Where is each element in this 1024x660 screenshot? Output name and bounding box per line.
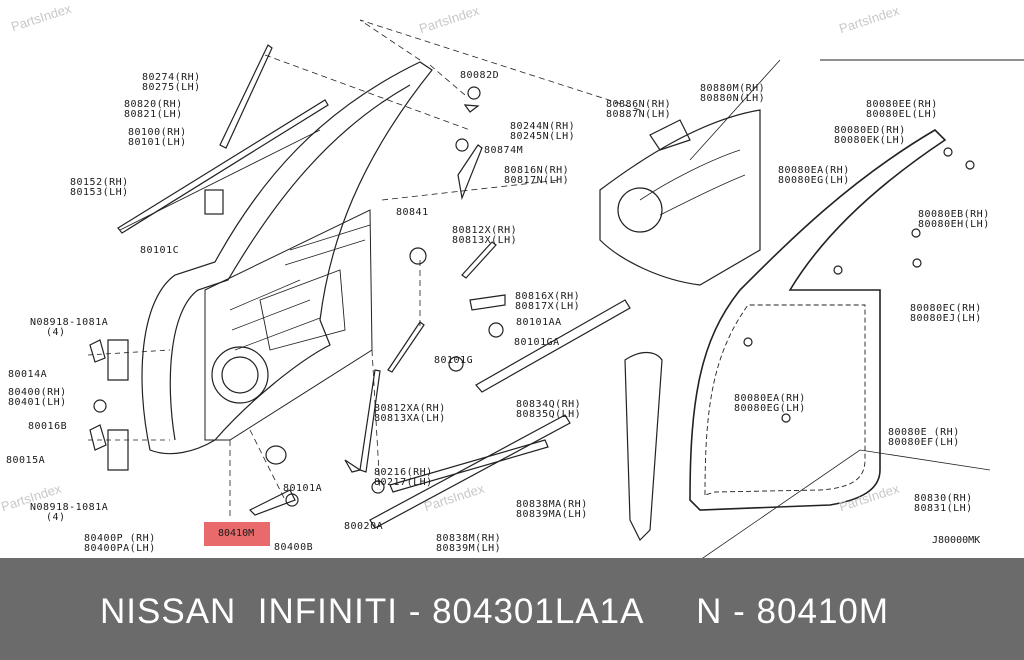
part-label-80082d[interactable]: 80082D: [460, 70, 500, 81]
part-label-80400[interactable]: 80400(RH)80401(LH): [8, 387, 67, 408]
part-label-80244n[interactable]: 80244N(RH)80245N(LH): [510, 121, 576, 142]
part-label-80886n[interactable]: 80886N(RH)80887N(LH): [606, 99, 672, 120]
part-label-80016b[interactable]: 80016B: [28, 421, 68, 432]
part-label-80080e[interactable]: 80080E (RH)80080EF(LH): [888, 427, 960, 448]
part-label-80100[interactable]: 80100(RH)80101(LH): [128, 127, 187, 148]
part-label-80830[interactable]: 80830(RH)80831(LH): [914, 493, 973, 514]
part-label-80834q[interactable]: 80834Q(RH)80835Q(LH): [516, 399, 582, 420]
part-label-80400p[interactable]: 80400P (RH)80400PA(LH): [84, 533, 156, 554]
part-label-08918-lower[interactable]: N08918-1081A(4): [30, 502, 109, 523]
part-label-80838m[interactable]: 80838M(RH)80839M(LH): [436, 533, 502, 554]
part-label-80216[interactable]: 80216(RH)80217(LH): [374, 467, 433, 488]
part-label-80080ee[interactable]: 80080EE(RH)80080EL(LH): [866, 99, 938, 120]
part-label-80101c[interactable]: 80101C: [140, 245, 180, 256]
part-label-80101g[interactable]: 80101G: [434, 355, 474, 366]
part-label-80812x[interactable]: 80812X(RH)80813X(LH): [452, 225, 518, 246]
part-label-80841[interactable]: 80841: [396, 207, 429, 218]
part-label-80101a[interactable]: 80101A: [283, 483, 323, 494]
door-drawing: [87, 19, 1024, 558]
part-label-80080eb[interactable]: 80080EB(RH)80080EH(LH): [918, 209, 990, 230]
part-label-80080ec[interactable]: 80080EC(RH)80080EJ(LH): [910, 303, 982, 324]
part-label-80015a[interactable]: 80015A: [6, 455, 46, 466]
part-label-80820[interactable]: 80820(RH)80821(LH): [124, 99, 183, 120]
part-label-80816n[interactable]: 80816N(RH)80817N(LH): [504, 165, 570, 186]
part-label-80812xa[interactable]: 80812XA(RH)80813XA(LH): [374, 403, 446, 424]
part-label-08918-upper[interactable]: N08918-1081A(4): [30, 317, 109, 338]
parts-diagram: PartsIndex PartsIndex PartsIndex PartsIn…: [0, 0, 1024, 558]
part-label-80080ea-upper[interactable]: 80080EA(RH)80080EG(LH): [778, 165, 850, 186]
part-label-80101ga[interactable]: 80101GA: [514, 337, 560, 348]
footer-title: NISSAN INFINITI - 804301LA1A N - 80410M: [100, 592, 890, 631]
part-label-80274[interactable]: 80274(RH)80275(LH): [142, 72, 201, 93]
part-label-80152[interactable]: 80152(RH)80153(LH): [70, 177, 129, 198]
part-label-80838ma[interactable]: 80838MA(RH)80839MA(LH): [516, 499, 588, 520]
part-label-80400b[interactable]: 80400B: [274, 542, 314, 553]
part-label-80101aa[interactable]: 80101AA: [516, 317, 562, 328]
part-label-80874m[interactable]: 80874M: [484, 145, 524, 156]
footer-bar: [0, 558, 1024, 660]
part-label-80816x[interactable]: 80816X(RH)80817X(LH): [515, 291, 581, 312]
part-label-80080ea-lower[interactable]: 80080EA(RH)80080EG(LH): [734, 393, 806, 414]
part-label-80014a[interactable]: 80014A: [8, 369, 48, 380]
highlighted-part-label[interactable]: 80410M: [218, 528, 255, 539]
part-label-80880m[interactable]: 80880M(RH)80880N(LH): [700, 83, 766, 104]
highlighted-part-box[interactable]: [204, 522, 270, 546]
part-label-80080ed[interactable]: 80080ED(RH)80080EK(LH): [834, 125, 906, 146]
diagram-code: J80000MK: [932, 535, 981, 546]
part-label-80020a[interactable]: 80020A: [344, 521, 384, 532]
